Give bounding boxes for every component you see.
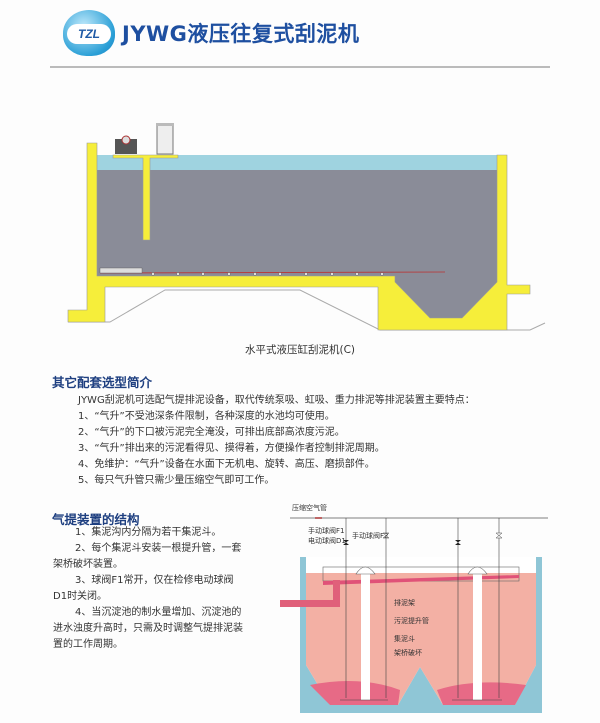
- label-valve-f2: 手动球阀F2: [352, 532, 389, 540]
- label-valve-f1: 手动球阀F1: [308, 527, 345, 535]
- section-heading-structure: 气提装置的结构: [52, 512, 140, 527]
- feature-item: 2、“气升”的下口被污泥完全淹没，可排出底部高浓度污泥。: [78, 427, 345, 438]
- hydraulic-drive-unit: [115, 123, 174, 155]
- header-divider: [50, 66, 550, 68]
- structure-item: 2、每个集泥斗安装一根提升管，一套架桥破坏装置。: [53, 543, 242, 570]
- feature-item: 1、“气升”不受池深条件限制，各种深度的水池均可使用。: [78, 411, 335, 422]
- features-list: JYWG刮泥机可选配气提排泥设备，取代传统泵吸、虹吸、重力排泥等排泥装置主要特点…: [78, 393, 558, 489]
- structure-item: 1、集泥沟内分隔为若干集泥斗。: [75, 527, 222, 538]
- section-heading-other: 其它配套选型简介: [52, 375, 153, 390]
- tzl-logo: TZL: [63, 10, 115, 56]
- lift-pipe: [361, 572, 370, 700]
- feature-item: 5、每只气升管只需少量压缩空气即可工作。: [78, 475, 275, 486]
- water-surface: [97, 155, 497, 171]
- structure-list: 1、集泥沟内分隔为若干集泥斗。 2、每个集泥斗安装一根提升管，一套架桥破坏装置。…: [53, 525, 243, 653]
- label-bridge-breaker: 架桥破坏: [394, 649, 422, 657]
- lift-pipe: [473, 572, 482, 700]
- scraper-tank-diagram: [67, 123, 546, 331]
- features-intro: JYWG刮泥机可选配气提排泥设备，取代传统泵吸、虹吸、重力排泥等排泥装置主要特点…: [78, 395, 475, 406]
- label-air-pipe: 压缩空气管: [292, 504, 327, 512]
- label-lift-pipe: 污泥提升管: [394, 617, 429, 625]
- feature-item: 4、免维护：“气升”设备在水面下无机电、旋转、高压、磨损部件。: [78, 459, 375, 470]
- figure1-caption: 水平式液压缸刮泥机(C): [245, 344, 356, 356]
- water-body: [97, 170, 497, 276]
- structure-item: 3、球阀F1常开，仅在检修电动球阀D1时关闭。: [53, 575, 234, 602]
- label-valve-d1: 电动球阀D1: [308, 537, 346, 545]
- feature-item: 3、“气升”排出来的污泥看得见、摸得着，方便操作者控制排泥周期。: [78, 443, 385, 454]
- label-hopper: 集泥斗: [394, 635, 415, 643]
- label-rack: 排泥架: [394, 599, 415, 607]
- logo-text: TZL: [67, 24, 111, 44]
- valves: [343, 532, 503, 545]
- page-title: JYWG液压往复式刮泥机: [122, 22, 360, 46]
- concrete-walls: [67, 142, 531, 331]
- structure-item: 4、当沉淀池的制水量增加、沉淀池的进水浊度升高时，只需及时调整气提排泥装置的工作…: [53, 607, 243, 650]
